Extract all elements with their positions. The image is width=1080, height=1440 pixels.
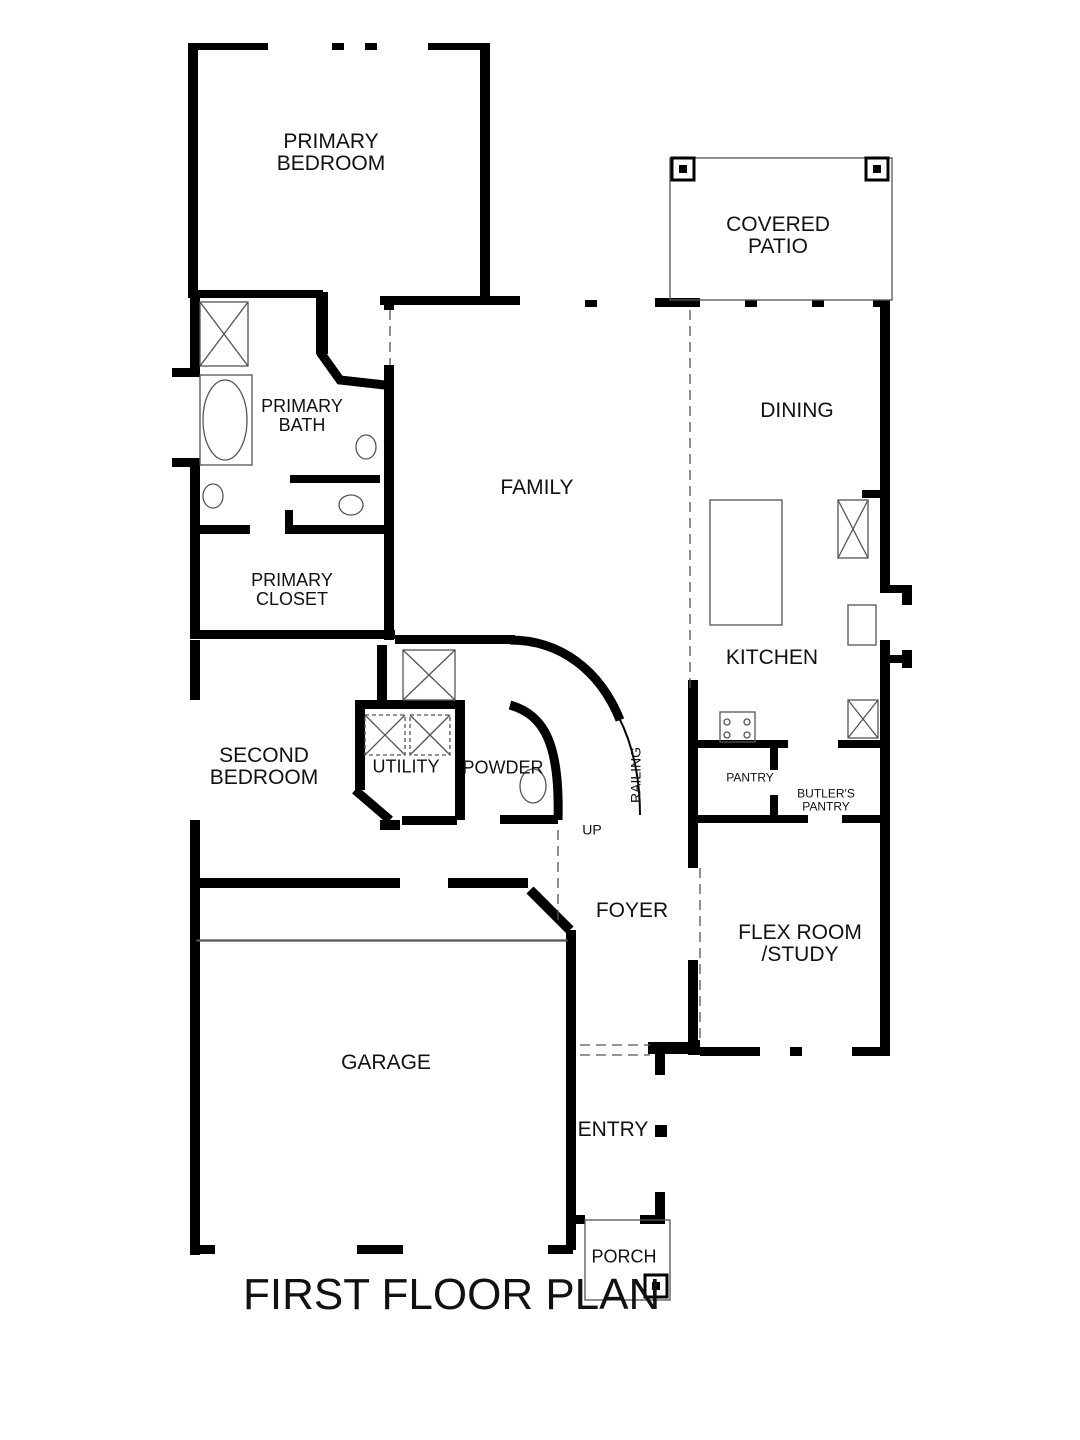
room-label-line: SECOND: [219, 743, 309, 767]
room-label-porch: PORCH: [591, 1246, 657, 1267]
room-label-line: CLOSET: [255, 589, 329, 609]
room-label-line: BEDROOM: [276, 152, 386, 175]
railing-label: RAILING: [627, 746, 644, 804]
room-label-family: FAMILY: [500, 475, 574, 499]
exterior-walls: [172, 43, 912, 1255]
curved-walls: [316, 349, 641, 934]
room-label-line: FAMILY: [500, 475, 574, 499]
fixtures: [196, 156, 893, 1301]
room-label-line: GARAGE: [341, 1050, 431, 1074]
room-label-line: ENTRY: [577, 1117, 649, 1141]
plan-title: FIRST FLOOR PLAN: [243, 1270, 661, 1319]
stairs-up-label: UP: [582, 821, 602, 838]
interior-walls: [200, 292, 887, 830]
room-label-line: KITCHEN: [725, 645, 819, 669]
room-label-line: FOYER: [595, 898, 669, 922]
room-label-line: PRIMARY: [261, 396, 343, 417]
room-label-line: BUTLER'S: [797, 786, 855, 801]
room-label-line: DINING: [760, 398, 834, 422]
room-label-line: PANTRY: [726, 770, 774, 785]
room-label-line: PORCH: [591, 1246, 657, 1267]
room-label-primary-bedroom: PRIMARY BEDROOM: [276, 129, 386, 175]
room-label-line: UTILITY: [372, 756, 440, 777]
room-label-second-bedroom: SECOND BEDROOM: [209, 743, 319, 789]
room-label-line: /STUDY: [761, 943, 839, 966]
room-label-line: FLEX ROOM: [738, 920, 862, 944]
room-label-powder: POWDER: [462, 757, 544, 778]
room-label-line: BATH: [278, 415, 326, 435]
room-label-line: PANTRY: [802, 799, 850, 813]
room-label-foyer: FOYER: [595, 898, 669, 922]
room-label-utility: UTILITY: [372, 756, 440, 777]
room-label-line: COVERED: [726, 212, 830, 236]
room-label-entry: ENTRY: [577, 1117, 649, 1141]
room-label-pantry: PANTRY: [726, 772, 774, 785]
room-label-dining: DINING: [760, 398, 834, 422]
room-label-line: POWDER: [462, 757, 544, 778]
room-label-kitchen: KITCHEN: [725, 645, 819, 669]
room-label-covered-patio: COVERED PATIO: [726, 212, 830, 258]
room-label-butlers-pantry: BUTLER'S PANTRY: [797, 787, 855, 812]
room-label-garage: GARAGE: [341, 1050, 431, 1074]
room-label-line: BEDROOM: [209, 766, 319, 789]
room-label-primary-closet: PRIMARY CLOSET: [251, 571, 333, 609]
room-label-line: PRIMARY: [283, 129, 379, 153]
room-label-primary-bath: PRIMARY BATH: [261, 397, 343, 435]
room-label-flex-room: FLEX ROOM /STUDY: [738, 920, 862, 966]
room-label-line: PATIO: [748, 235, 808, 258]
room-label-line: PRIMARY: [251, 570, 333, 591]
